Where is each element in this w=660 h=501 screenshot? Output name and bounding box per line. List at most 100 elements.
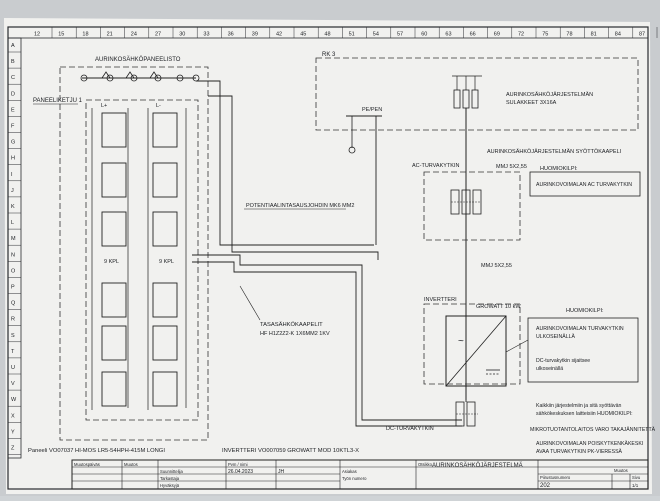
column-number: 48: [324, 32, 330, 38]
fuses-label-1: AURINKOSÄHKÖJÄRJESTELMÄN: [506, 91, 593, 98]
title-block: [71, 459, 649, 490]
tb-piir-label: Piirustusnumero: [540, 475, 571, 480]
dc-switch-symbol: [455, 401, 478, 427]
info-1: Kaikkiin järjestelmiin ja sitä syöttävän: [536, 403, 621, 409]
inverter-power: GROWATT 10 kW: [476, 304, 521, 310]
row-letter: G: [11, 140, 15, 146]
string-plus-right: L-: [156, 103, 161, 109]
inverter-symbol: [445, 315, 507, 387]
paper: [4, 18, 652, 494]
row-letter: V: [11, 381, 15, 387]
tb-tarkastaja: Tarkastaja: [160, 476, 180, 481]
column-number: 72: [518, 32, 524, 38]
row-letter: H: [11, 156, 15, 162]
column-number: 81: [591, 32, 597, 38]
row-letter: S: [11, 333, 15, 339]
column-number: 36: [228, 32, 234, 38]
solar-panel: [152, 282, 178, 318]
ac-switch-box: [423, 171, 521, 241]
column-number: 87: [639, 32, 645, 38]
row-letter: D: [11, 91, 15, 97]
ac-cable-label-2: MMJ 5X2,55: [481, 263, 512, 269]
row-letter: O: [11, 268, 16, 274]
solar-panel: [101, 211, 127, 247]
panel-string-box: [85, 99, 199, 421]
tb-otsikko-label: Otsikko: [418, 462, 433, 467]
column-number: 63: [445, 32, 451, 38]
inverter-note-box: [527, 317, 639, 383]
ac-cable-label-1: MMJ 5X2,55: [496, 164, 527, 170]
solar-panel: [101, 282, 127, 318]
ac-switch-label: AC-TURVAKYTKIN: [412, 163, 459, 169]
row-letter: Q: [11, 301, 16, 307]
column-ruler: [7, 26, 649, 39]
column-number: 21: [107, 32, 113, 38]
panel-spec: Paneeli VO07037 HI-MOS LR5-54HPH-415M LO…: [28, 448, 165, 454]
column-number: 33: [203, 32, 209, 38]
column-number: 66: [470, 32, 476, 38]
note-inv-1: AURINKOVOIMALAN TURVAKYTKIN: [536, 326, 624, 332]
column-number: 51: [349, 32, 355, 38]
tb-hyvaksyja: Hyväksyjä: [160, 483, 180, 488]
earth-icon: [348, 146, 356, 154]
column-number: 84: [615, 32, 621, 38]
bonding-conductor: [196, 80, 374, 246]
ac-note-box: [529, 171, 641, 197]
solar-panel: [152, 211, 178, 247]
tb-date: 26.04.2023: [228, 469, 253, 475]
row-letter: X: [11, 413, 15, 419]
solar-panel-strings: [101, 112, 178, 407]
tb-muutos-header: Muutospäiväs: [74, 462, 100, 467]
column-number: 45: [300, 32, 306, 38]
solar-panel: [152, 371, 178, 407]
column-number: 15: [58, 32, 64, 38]
ac-wave-icon: ~: [458, 336, 464, 347]
note-title-2: HUOMIOKILPI:: [566, 308, 604, 314]
solar-panel: [152, 325, 178, 361]
panel-string-label: PANEELIKETJU 1: [33, 98, 83, 104]
row-letter: U: [11, 365, 15, 371]
row-letter: F: [11, 124, 15, 130]
row-letter: W: [11, 397, 17, 403]
info-3: MIKROTUOTANTOLAITOS VARO TAKAJÄNNITETTÄ: [530, 426, 656, 433]
column-number: 57: [397, 32, 403, 38]
row-letter: L: [11, 220, 14, 226]
panel-field-box: [59, 66, 209, 441]
panel-count-left: 9 KPL: [104, 259, 119, 265]
column-number: 24: [131, 32, 137, 38]
row-letter: M: [11, 236, 16, 242]
solar-panel: [101, 112, 127, 148]
info-4: AURINKOVOIMALAN POISKYTKENKÄKESKI: [536, 440, 643, 447]
row-letter: J: [11, 188, 14, 194]
string-plus-left: L+: [101, 103, 107, 109]
row-letter: A: [11, 43, 15, 49]
row-letter: B: [11, 59, 15, 65]
column-number: 27: [155, 32, 161, 38]
tb-tyon-numero: Työn numero: [342, 476, 367, 481]
column-number: 60: [421, 32, 427, 38]
inverter-spec: INVERTTERI VO007059 GROWATT MOD 10KTL3-X: [222, 448, 359, 454]
row-letter: R: [11, 317, 15, 323]
row-letter: P: [11, 285, 15, 291]
row-letter: T: [11, 349, 15, 355]
row-letter: Z: [11, 446, 15, 452]
column-number: 30: [179, 32, 185, 38]
dc-cable-label: TASASÄHKÖKAAPELIT: [260, 321, 323, 328]
pe-label: PE/PEN: [362, 107, 382, 113]
column-number: 75: [542, 32, 548, 38]
tb-sivu-label: Sivu: [632, 475, 641, 480]
column-number: 78: [566, 32, 572, 38]
solar-panel: [101, 371, 127, 407]
column-number: 54: [373, 32, 379, 38]
column-number: 39: [252, 32, 258, 38]
note-title-1: HUOMIOKILPI:: [540, 166, 578, 172]
dc-cable-minus: [192, 261, 357, 300]
solar-panel: [152, 112, 178, 148]
row-letter: I: [11, 172, 13, 178]
tb-suunnittelija: Suunnittelija: [160, 469, 183, 474]
note-inv-2: ULKOSEINÄLLÄ: [536, 333, 575, 340]
info-5: AVAA TURVAKYTKIN PK-VIERESSÄ: [536, 448, 623, 455]
